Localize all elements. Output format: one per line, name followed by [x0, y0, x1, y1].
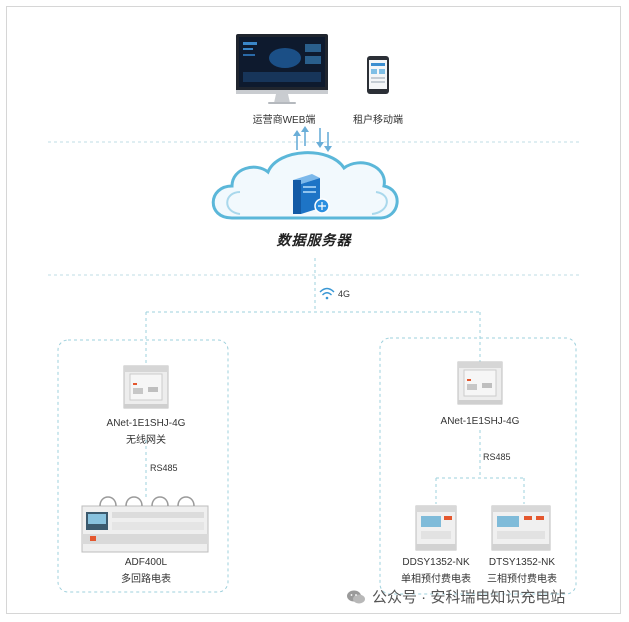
ddsy1352-model: DDSY1352-NK: [402, 557, 470, 568]
right-group-box: [379, 337, 577, 595]
data-exchange-arrows: [293, 126, 332, 152]
web-label: 运营商WEB端: [252, 115, 316, 126]
monitor-icon: [236, 34, 328, 104]
right-bus-label: RS485: [483, 452, 511, 462]
left-gateway-icon: [123, 365, 169, 409]
network-label: 4G: [338, 289, 351, 299]
ddsy1352-meter-icon: [415, 505, 457, 551]
wifi-icon: [319, 287, 335, 300]
ddsy1352-desc: 单相预付费电表: [401, 574, 471, 585]
server-icon: [293, 174, 330, 214]
wechat-icon: [347, 590, 365, 603]
adf400l-desc: 多回路电表: [121, 574, 171, 585]
network-lines: [145, 258, 525, 504]
dtsy1352-meter-icon: [491, 505, 551, 551]
phone-icon: [367, 56, 389, 94]
right-gateway-icon: [457, 361, 503, 405]
left-gateway-model: ANet-1E1SHJ-4G: [106, 418, 186, 429]
mobile-label: 租户移动端: [353, 115, 403, 126]
right-gateway-model: ANet-1E1SHJ-4G: [440, 416, 520, 427]
server-label: 数据服务器: [276, 232, 352, 248]
left-group-box: [57, 339, 229, 593]
dtsy1352-desc: 三相预付费电表: [487, 574, 557, 585]
watermark: 公众号 · 安科瑞电知识充电站: [346, 586, 565, 607]
adf400l-model: ADF400L: [124, 557, 168, 568]
watermark-text: 公众号 · 安科瑞电知识充电站: [372, 589, 566, 606]
adf400l-meter-icon: [81, 496, 209, 553]
left-bus-label: RS485: [150, 463, 178, 473]
left-gateway-desc: 无线网关: [126, 435, 166, 446]
dtsy1352-model: DTSY1352-NK: [488, 557, 556, 568]
